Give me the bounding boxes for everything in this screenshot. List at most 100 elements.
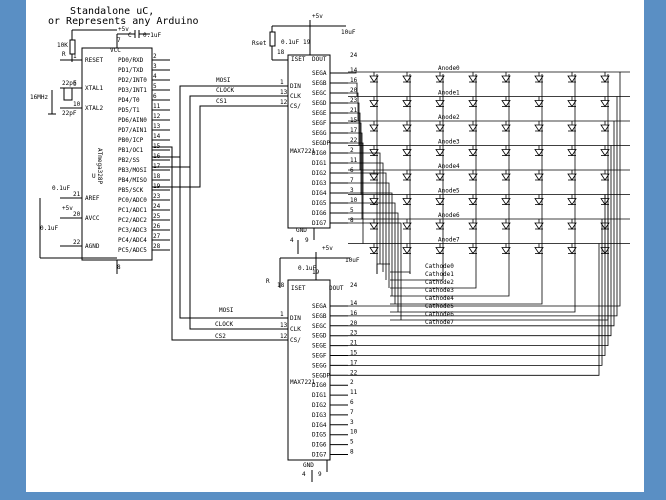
seg-wire — [348, 102, 360, 146]
max2-plus5: +5v — [322, 245, 333, 252]
seg-wire — [348, 122, 362, 195]
led — [600, 96, 610, 108]
led — [435, 96, 445, 108]
max2-right-pin-label: SEGDP — [312, 372, 330, 379]
title-line-1: Standalone uC, — [70, 6, 154, 17]
max2-right-pin-num: 10 — [350, 429, 358, 436]
seg-wire — [348, 92, 359, 121]
dig-wire — [348, 152, 381, 264]
signal-labels: MOSI CLOCK CS1 MOSI CLOCK CS2 — [215, 77, 234, 340]
bus2-mosi: MOSI — [219, 307, 234, 314]
max2-right-pin-label: DIG3 — [312, 412, 327, 419]
max2-name: MAX7221 — [290, 379, 316, 386]
max1-right-pin-label: DIG6 — [312, 210, 327, 217]
max2-right-pin-num: 2 — [350, 379, 354, 386]
max2-dout-pin: 24 — [350, 282, 358, 289]
max1-right-pin-label: DIG3 — [312, 180, 327, 187]
anode-label: Anode7 — [438, 237, 460, 244]
max2-right-pin-num: 16 — [350, 310, 358, 317]
mcu-right-pin-label: PD4/T0 — [118, 97, 140, 104]
mcu-vcc-label: VCC — [110, 47, 121, 54]
max1-rset-resistor — [269, 31, 276, 47]
cathode-label: Cathode6 — [425, 311, 454, 318]
max2-iset-pin: 18 — [277, 282, 285, 289]
crystal — [63, 87, 73, 101]
led — [567, 121, 577, 132]
mcu-left-pin-label: AREF — [85, 195, 100, 202]
max2-right-pin-num: 3 — [350, 419, 354, 426]
led — [369, 96, 379, 108]
mcu-sub: U — [92, 173, 96, 180]
led — [567, 219, 577, 230]
mcu-right-pin-label: PC0/ADC0 — [118, 197, 147, 204]
led — [369, 194, 379, 206]
max2-right-pin-num: 22 — [350, 369, 358, 376]
led — [369, 243, 379, 255]
mcu-left-pin-label: XTAL2 — [85, 105, 103, 112]
bus1-mosi: MOSI — [216, 77, 231, 84]
max2-seg-wire — [348, 121, 615, 327]
max2-gnd-pin-b: 9 — [318, 471, 322, 478]
max2-r-ref: R — [266, 278, 270, 285]
max1-plus5: +5v — [312, 13, 323, 20]
dig-wire — [348, 192, 393, 296]
led — [534, 121, 544, 132]
max2-iset: ISET — [291, 285, 306, 292]
max1-left-pin-label: CLK — [290, 93, 301, 100]
anode-label: Anode3 — [438, 139, 460, 146]
max1-right-pin-label: DIG4 — [312, 190, 327, 197]
mcu-right-pin-num: 6 — [153, 93, 157, 100]
max2-gnd: GND — [303, 462, 314, 469]
cathode-label: Cathode2 — [425, 279, 454, 286]
max1-iset: ISET — [291, 56, 306, 63]
max2-right-pin-label: DIG0 — [312, 382, 327, 389]
led — [468, 194, 478, 206]
mcu-right-pin-label: PB3/MOSI — [118, 167, 147, 174]
max2-gnd-pin-a: 4 — [302, 471, 306, 478]
max1-right-pin-num: 3 — [350, 187, 354, 194]
cathode-route — [390, 274, 477, 289]
max1-right-pin-num: 2 — [350, 147, 354, 154]
cap-aref-label: 0.1uF — [52, 185, 70, 192]
max2-seg-wire — [348, 170, 609, 347]
max1-body — [287, 54, 331, 229]
mcu-right-pin-num: 26 — [153, 223, 161, 230]
anode-label: Anode4 — [438, 163, 460, 170]
led — [501, 145, 511, 157]
mcu-right-pin-label: PD0/RXD — [118, 57, 144, 64]
mcu-left-pin-label: AGND — [85, 243, 100, 250]
led — [534, 96, 544, 108]
mcu-right-pin-num: 12 — [153, 113, 161, 120]
max2-body — [287, 279, 331, 461]
max2-right-pin-label: DIG7 — [312, 452, 327, 459]
mcu-right-pin-num: 13 — [153, 123, 161, 130]
max2-right-pin-label: SEGF — [312, 353, 327, 360]
max1-right-pin-label: SEGA — [312, 70, 327, 77]
seg-wire — [348, 82, 358, 97]
max2-right-pin-label: SEGE — [312, 343, 327, 350]
dig-wire — [348, 212, 399, 312]
led — [468, 243, 478, 255]
max2-cap2: 10uF — [345, 257, 360, 264]
max1-left-pin-label: CS/ — [290, 103, 301, 110]
seg-wire — [348, 142, 364, 244]
cathode-route — [390, 274, 543, 305]
mcu-right-pin-label: PC2/ADC2 — [118, 217, 147, 224]
led — [369, 72, 379, 83]
led — [402, 243, 412, 255]
mcu-right-pin-label: PD3/INT1 — [118, 87, 147, 94]
cathode-route — [376, 263, 390, 274]
led — [567, 194, 577, 206]
seg-wire — [348, 72, 357, 74]
max2-seg-wire — [348, 72, 621, 307]
max1-right-pin-label: SEGDP — [312, 140, 330, 147]
max2-right-pins: 14SEGA16SEGB20SEGC23SEGD21SEGE15SEGF17SE… — [312, 300, 358, 459]
led — [468, 219, 478, 230]
max1-right-pin-label: DIG2 — [312, 170, 327, 177]
max1-cap2: 10uF — [341, 29, 356, 36]
max2-left-pin-label: CLK — [290, 326, 301, 333]
mcu-right-pin-label: PC1/ADC1 — [118, 207, 147, 214]
mcu-right-pin-label: PB4/MISO — [118, 177, 147, 184]
max1-right-pin-label: SEGG — [312, 130, 327, 137]
led — [534, 219, 544, 230]
